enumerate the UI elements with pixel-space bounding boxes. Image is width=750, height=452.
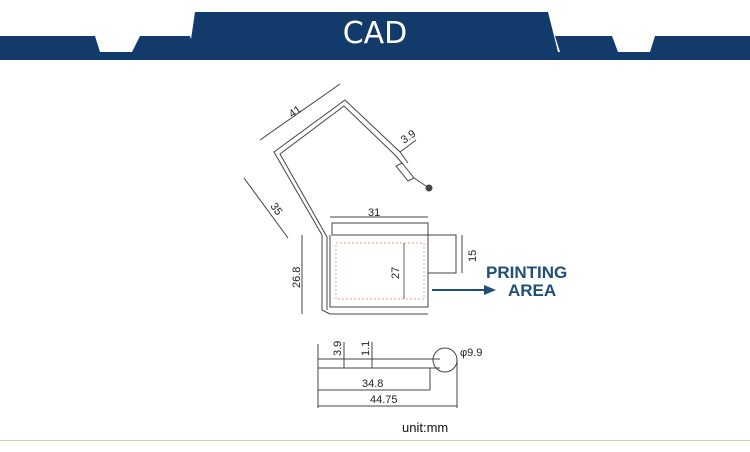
dim-left-length: 35 xyxy=(268,201,285,218)
dim-thickness-a: 3.9 xyxy=(332,341,344,356)
printing-area-outline xyxy=(335,242,425,300)
hook-wire-inner xyxy=(279,105,403,310)
dim-line-top-length xyxy=(259,83,341,141)
cad-drawing: 41 3.9 35 31 27 15 26.8 3.9 1.1 φ9.9 34.… xyxy=(243,83,567,435)
seal-body-outline xyxy=(329,235,429,308)
dim-tab-height: 15 xyxy=(467,250,479,262)
printing-area-label-line2: AREA xyxy=(508,281,556,300)
hook-tip xyxy=(395,162,415,182)
dim-bottom-height: 26.8 xyxy=(291,267,303,288)
hook-wire-outer xyxy=(273,99,409,310)
side-view-ring xyxy=(432,347,458,373)
hook-base-wire xyxy=(321,309,428,315)
dim-thickness-b: 1.1 xyxy=(360,341,372,356)
unit-label: unit:mm xyxy=(402,420,448,435)
printing-area-label-line1: PRINTING xyxy=(486,263,567,282)
dim-top-length: 41 xyxy=(287,104,304,121)
dim-ring-diameter: φ9.9 xyxy=(460,347,482,359)
dim-seal-height: 27 xyxy=(390,267,402,279)
bottom-divider xyxy=(0,440,750,441)
header-banner: CAD xyxy=(0,0,750,60)
printing-arrow-head xyxy=(484,285,496,295)
hook-needle xyxy=(413,177,427,187)
dim-line-tip xyxy=(399,139,417,153)
seal-tab xyxy=(427,234,457,274)
seal-top-plate xyxy=(331,222,429,236)
dim-tip-diameter: 3.9 xyxy=(399,128,418,147)
dim-body-length: 34.8 xyxy=(362,378,383,390)
dim-line-left-length xyxy=(243,177,289,239)
hook-needle-tip xyxy=(425,184,433,192)
dim-total-length: 44.75 xyxy=(370,394,398,406)
page-title: CAD xyxy=(342,16,408,51)
dim-seal-width: 31 xyxy=(368,207,380,219)
banner-shape xyxy=(0,12,750,60)
